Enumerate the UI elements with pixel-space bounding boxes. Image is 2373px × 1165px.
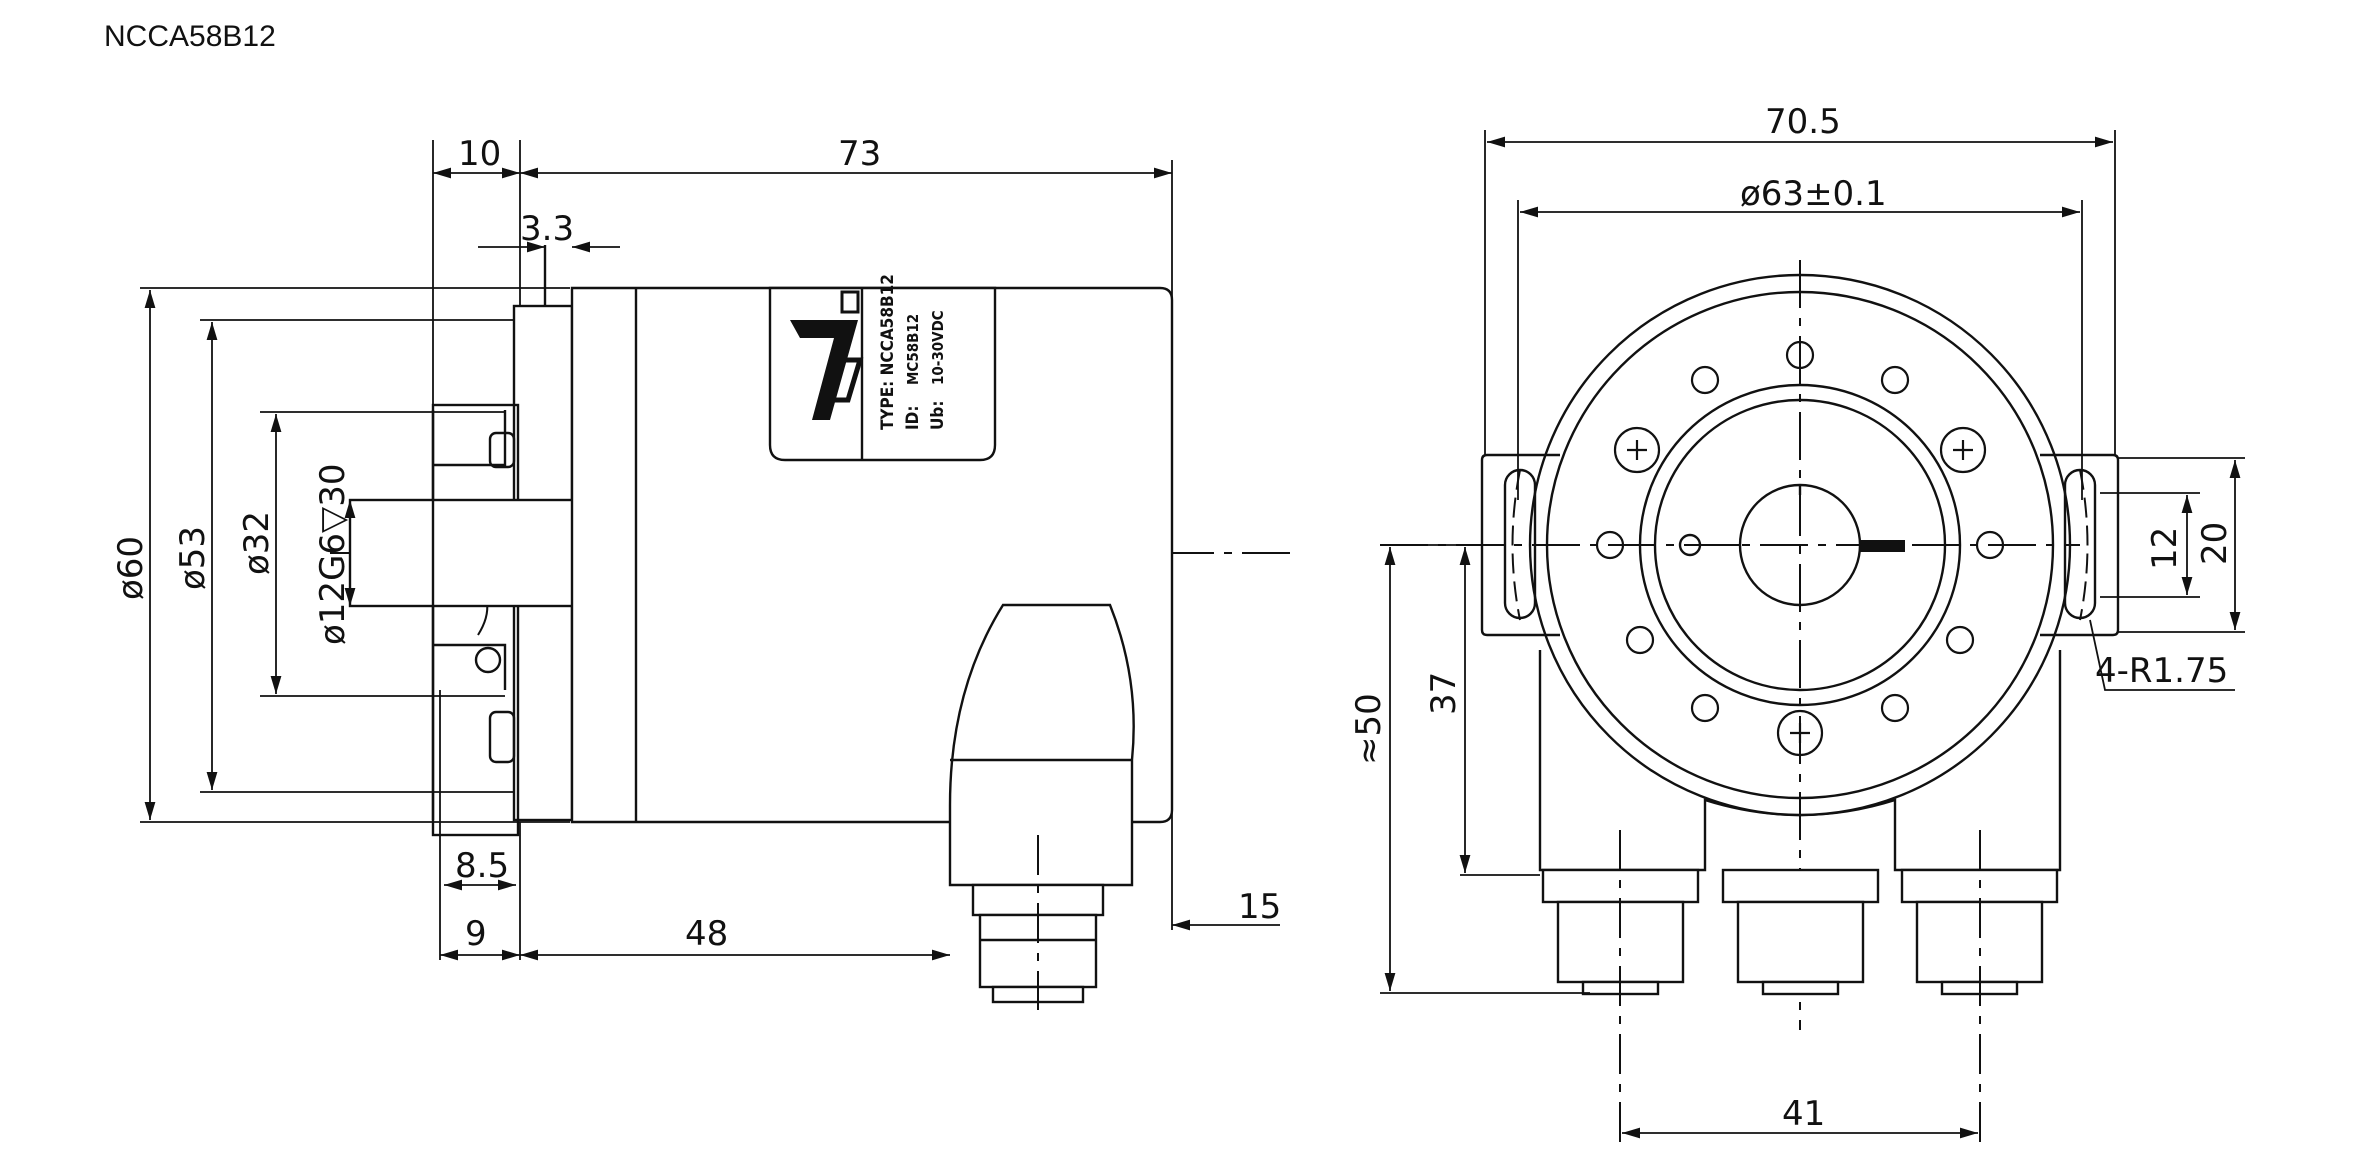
label-id: ID: [903,405,923,430]
side-view [140,140,1290,1010]
side-dimensions [140,140,1280,961]
brand-logo-icon [790,290,864,420]
dim-slot-inner: 12 [2145,527,2185,570]
label-type: TYPE: NCCA58B12 [878,274,898,430]
front-dimensions [1380,130,2245,1139]
dim-spigot-dia: ø32 [237,511,277,575]
right-tab [2040,453,2120,637]
front-view [1380,130,2245,1145]
dim-recess: 8.5 [455,846,509,886]
dim-flange-width: 10 [458,134,501,174]
label-id-value: MC58B12 [904,314,922,385]
dim-connector-span: 41 [1782,1094,1825,1134]
clamp-screw-bottom [488,710,516,764]
clamp-bracket [433,410,507,467]
dim-slot-radius: 4-R1.75 [2095,651,2228,691]
m12-connector [948,603,1135,887]
dim-front-flange-dia: ø63±0.1 [1740,174,1887,214]
dim-overall-width: 70.5 [1765,102,1841,142]
drawing-title: NCCA58B12 [104,20,276,53]
label-ub-value: 10-30VDC [929,310,947,385]
dim-shaft: ø12G6▽30 [313,464,353,645]
dim-shaft-offset: 9 [465,914,487,954]
dim-connector-pos: 48 [685,914,728,954]
dim-flange-thickness: 3.3 [520,209,574,249]
dim-outer-dia: ø60 [111,536,151,600]
dim-flange-dia: ø53 [173,526,213,590]
label-ub: Ub: [928,401,948,430]
flange-outline [431,403,520,837]
dim-slot-outer: 20 [2195,522,2235,565]
dim-height-total: ≈50 [1349,693,1389,765]
dim-body-length: 73 [838,134,881,174]
dim-connector-offset: 15 [1238,887,1281,927]
mounting-holes [1595,340,2005,723]
dim-height-center: 37 [1424,672,1464,715]
clamp-screw-top [488,431,516,469]
